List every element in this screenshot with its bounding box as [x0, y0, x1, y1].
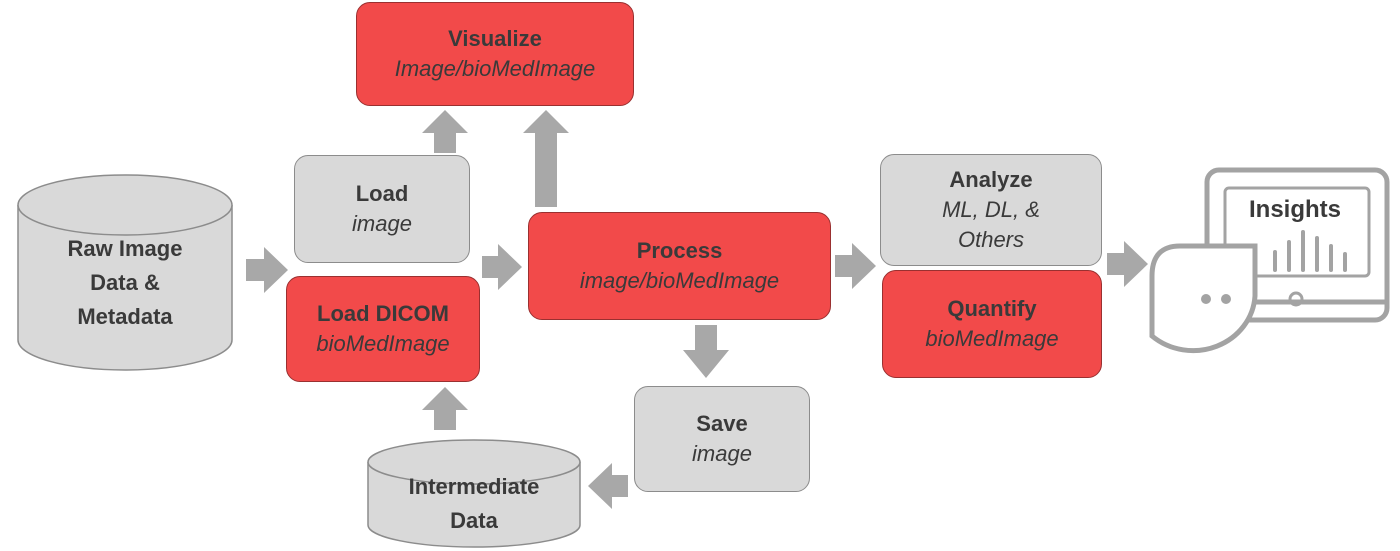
insights-label: Insights: [1248, 196, 1341, 223]
arrow-analyze-to-insights: [1107, 241, 1148, 287]
load-sub: image: [352, 211, 412, 236]
arrow-raw-to-load: [246, 247, 288, 293]
arrow-process-to-visualize: [523, 110, 569, 207]
intermediate-line2: Data: [450, 508, 498, 533]
raw-data-line1: Raw Image: [67, 236, 183, 261]
raw-data-cylinder: [17, 174, 233, 371]
arrow-intermediate-to-dicom: [422, 387, 468, 430]
raw-data-label: Raw Image Data & Metadata: [40, 232, 210, 334]
raw-data-line2: Data &: [90, 270, 160, 295]
analyze-title: Analyze: [949, 167, 1033, 192]
load-box: Load image: [294, 155, 470, 263]
visualize-sub: Image/bioMedImage: [394, 56, 596, 81]
visualize-title: Visualize: [448, 26, 542, 51]
analyze-sub-line1: ML, DL, &: [942, 197, 1040, 222]
intermediate-line1: Intermediate: [408, 474, 540, 499]
arrow-load-to-process: [482, 244, 522, 290]
visualize-box: Visualize Image/bioMedImage: [356, 2, 634, 106]
raw-data-line3: Metadata: [77, 304, 173, 329]
analyze-sub-line2: Others: [957, 227, 1025, 252]
save-title: Save: [696, 411, 748, 436]
process-title: Process: [636, 238, 723, 263]
process-box: Process image/bioMedImage: [528, 212, 831, 320]
load-title: Load: [355, 181, 409, 206]
arrow-process-to-analyze: [835, 243, 876, 289]
load-dicom-sub: bioMedImage: [316, 331, 450, 356]
load-dicom-box: Load DICOM bioMedImage: [286, 276, 480, 382]
face-icon: [1149, 243, 1258, 354]
arrow-save-to-intermediate: [588, 463, 628, 509]
load-dicom-title: Load DICOM: [317, 301, 449, 326]
quantify-title: Quantify: [947, 296, 1037, 321]
quantify-box: Quantify bioMedImage: [882, 270, 1102, 378]
intermediate-data-label: Intermediate Data: [380, 470, 568, 538]
arrow-process-to-save: [683, 325, 729, 378]
quantify-sub: bioMedImage: [925, 326, 1059, 351]
save-sub: image: [692, 441, 752, 466]
save-box: Save image: [634, 386, 810, 492]
process-sub: image/bioMedImage: [579, 268, 780, 293]
analyze-box: Analyze ML, DL, & Others: [880, 154, 1102, 266]
bar-chart-icon: [1273, 230, 1347, 272]
intermediate-data-cylinder: [367, 439, 581, 548]
arrow-load-to-visualize: [422, 110, 468, 153]
